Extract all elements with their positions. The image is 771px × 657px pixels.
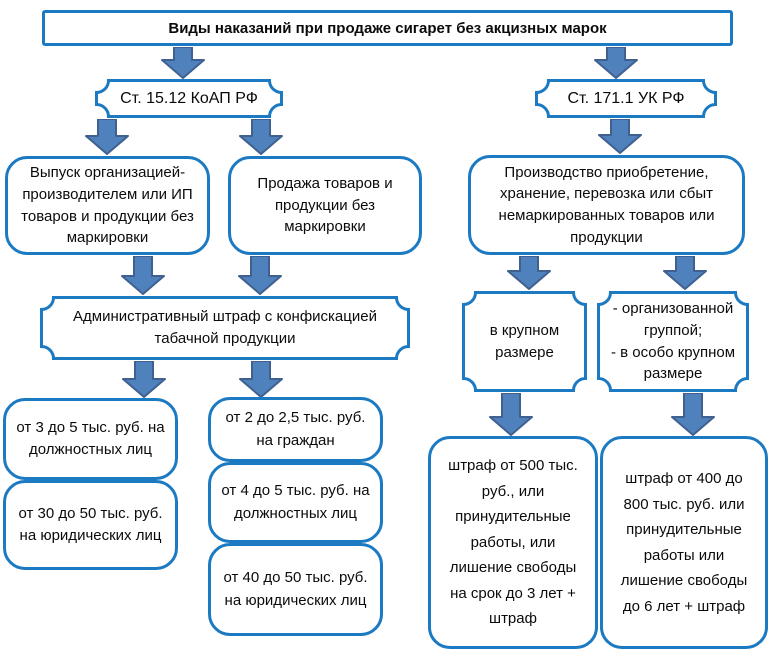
fine-text: от 3 до 5 тыс. руб. на должностных лиц bbox=[16, 418, 165, 459]
arrow-down-icon bbox=[507, 255, 551, 290]
penalty-box-500: штраф от 500 тыс. руб., или принудительн… bbox=[428, 436, 598, 649]
fine-box-legal-40-50: от 40 до 50 тыс. руб. на юридических лиц bbox=[208, 543, 383, 636]
offense-box-production-release: Выпуск организацией-производителем или И… bbox=[5, 156, 210, 255]
fine-box-citizens-2-25: от 2 до 2,5 тыс. руб. на граждан bbox=[208, 397, 383, 462]
penalty-text: штраф от 400 до 800 тыс. руб. или принуд… bbox=[620, 470, 748, 615]
fine-box-officials-4-5: от 4 до 5 тыс. руб. на должностных лиц bbox=[208, 462, 383, 543]
penalty-text: штраф от 500 тыс. руб., или принудительн… bbox=[448, 457, 578, 628]
koap-article-label: Ст. 15.12 КоАП РФ bbox=[120, 89, 258, 107]
arrow-down-icon bbox=[489, 392, 533, 436]
arrow-down-icon bbox=[663, 255, 707, 290]
offense-box-criminal: Производство приобретение, хранение, пер… bbox=[468, 155, 745, 255]
plaque-shape bbox=[462, 291, 587, 392]
plaque-shape bbox=[95, 79, 283, 118]
penalty-box-400-800: штраф от 400 до 800 тыс. руб. или принуд… bbox=[600, 436, 768, 649]
plaque-koap-article: Ст. 15.12 КоАП РФ bbox=[95, 79, 283, 118]
fine-text: от 30 до 50 тыс. руб. на юридических лиц bbox=[18, 504, 163, 545]
fine-box-officials-3-5: от 3 до 5 тыс. руб. на должностных лиц bbox=[3, 398, 178, 480]
offense-text: Производство приобретение, хранение, пер… bbox=[498, 163, 715, 246]
arrow-down-icon bbox=[239, 118, 283, 155]
admin-fine-text: Административный штраф с конфискацией та… bbox=[73, 308, 377, 347]
plaque-shape bbox=[597, 291, 749, 392]
offense-text: Выпуск организацией-производителем или И… bbox=[21, 164, 194, 247]
fine-text: от 2 до 2,5 тыс. руб. на граждан bbox=[225, 409, 366, 449]
arrow-down-icon bbox=[239, 360, 283, 398]
plaque-shape bbox=[535, 79, 717, 118]
arrow-down-icon bbox=[598, 118, 642, 154]
offense-box-sale: Продажа товаров и продукции без маркиров… bbox=[228, 156, 422, 255]
plaque-admin-fine: Административный штраф с конфискацией та… bbox=[40, 296, 410, 360]
fine-text: от 40 до 50 тыс. руб. на юридических лиц bbox=[223, 569, 368, 609]
arrow-down-icon bbox=[671, 392, 715, 436]
plaque-uk-article: Ст. 171.1 УК РФ bbox=[535, 79, 717, 118]
diagram-title: Виды наказаний при продаже сигарет без а… bbox=[168, 19, 607, 37]
uk-article-label: Ст. 171.1 УК РФ bbox=[567, 89, 685, 107]
arrow-down-icon bbox=[122, 360, 166, 398]
plaque-large-scale: в крупном размере bbox=[462, 291, 587, 392]
qualifier-text: в крупном размере bbox=[489, 321, 560, 361]
offense-text: Продажа товаров и продукции без маркиров… bbox=[257, 174, 393, 236]
plaque-organized-group: - организованной группой; - в особо круп… bbox=[597, 291, 749, 392]
fine-box-legal-30-50: от 30 до 50 тыс. руб. на юридических лиц bbox=[3, 480, 178, 570]
diagram-title-box: Виды наказаний при продаже сигарет без а… bbox=[42, 10, 733, 46]
arrow-down-icon bbox=[238, 255, 282, 295]
plaque-shape bbox=[40, 296, 410, 360]
fine-text: от 4 до 5 тыс. руб. на должностных лиц bbox=[221, 482, 370, 522]
arrow-down-icon bbox=[121, 255, 165, 295]
arrow-down-icon bbox=[594, 46, 638, 79]
arrow-down-icon bbox=[85, 118, 129, 155]
arrow-down-icon bbox=[161, 46, 205, 79]
qualifier-text: - организованной группой; - в особо круп… bbox=[610, 300, 736, 383]
